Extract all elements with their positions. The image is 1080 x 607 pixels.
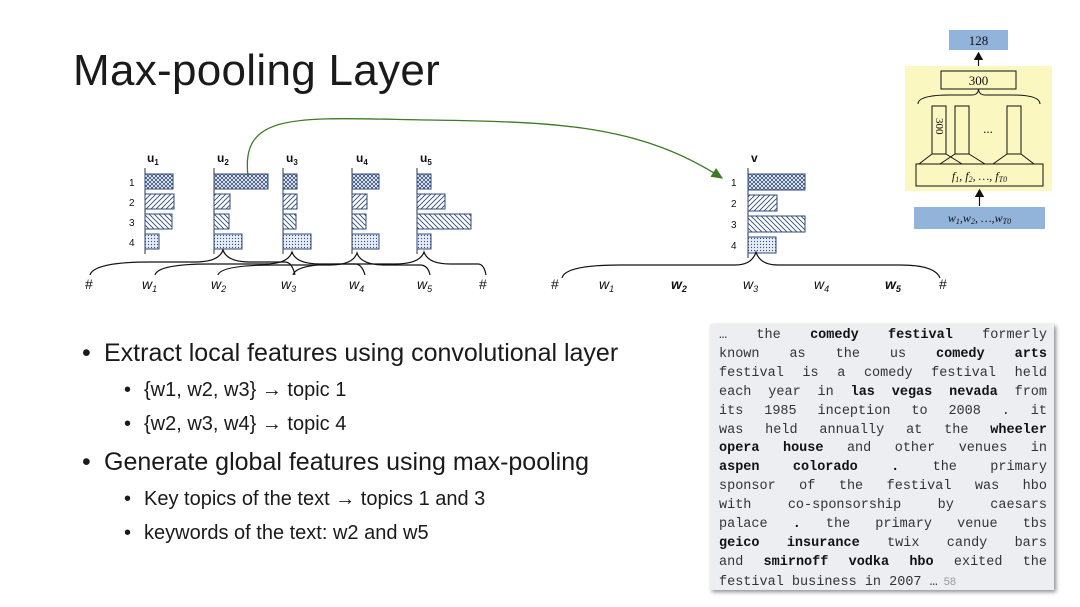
word-w2-key: w2	[671, 276, 687, 294]
example-text-box: … the comedy festival formerly known as …	[710, 324, 1054, 590]
word-hash: #	[85, 276, 93, 292]
sub-bullet: {w2, w3, w4} → topic 4	[82, 407, 722, 441]
bar-v-2	[747, 194, 778, 212]
text-line: palace . the primary venue tbs	[719, 517, 1047, 533]
bullet-local-features: Extract local features using convolution…	[82, 336, 722, 370]
word-w4: w4	[349, 276, 364, 294]
max-pool-arrow	[246, 117, 724, 179]
bar-u1-1	[144, 173, 174, 190]
right-row-labels: 1 2 3 4	[731, 178, 737, 252]
bar-u5-1	[416, 173, 432, 190]
text-line: festival business in 2007 …58	[719, 574, 956, 590]
bar-u2-1	[213, 173, 269, 190]
row-label: 4	[731, 241, 737, 252]
hidden-label: 300	[969, 73, 989, 88]
text-line: each year in las vegas nevada from	[719, 384, 1047, 400]
bar-u3-3	[282, 213, 297, 230]
row-label: 2	[129, 198, 135, 209]
row-label: 1	[129, 178, 135, 189]
row-label: 2	[731, 199, 737, 210]
u4-label: u4	[356, 151, 368, 167]
word-w3: w3	[281, 276, 296, 294]
bar-u2-3	[213, 213, 230, 230]
bar-v-4	[747, 236, 777, 254]
bar-v-3	[747, 215, 806, 233]
text-line: aspen colorado . the primary	[719, 460, 1047, 476]
input-label: w1,w2, …,wT0	[948, 211, 1011, 226]
sub-bullet: Key topics of the text → topics 1 and 3	[82, 482, 722, 516]
left-row-labels: 1 2 3 4	[129, 178, 135, 249]
sub-bullet: keywords of the text: w2 and w5	[82, 516, 722, 550]
text-line: geico insurance twix candy bars	[719, 535, 1047, 551]
feature-row	[915, 163, 1044, 187]
u1-label: u1	[147, 151, 159, 167]
u3-label: u3	[286, 151, 298, 167]
bar-u1-3	[144, 213, 173, 230]
sub-bullet: {w1, w2, w3} → topic 1	[82, 373, 722, 407]
output-box	[949, 30, 1008, 50]
bar-u1-2	[144, 193, 175, 210]
text-line: festival is a comedy festival held	[719, 365, 1047, 381]
bullet-list: Extract local features using convolution…	[82, 336, 722, 550]
text-line: its 1985 inception to 2008 . it	[719, 403, 1047, 419]
word-w5: w5	[417, 276, 433, 294]
text-line: known as the us comedy arts	[719, 346, 1047, 362]
right-word-labels: # w1 w2 w3 w4 w5 #	[551, 276, 947, 294]
word-w5-key: w5	[885, 276, 902, 294]
text-line: opera house and other venues in	[719, 441, 1047, 457]
output-label: 128	[969, 33, 989, 48]
pooled-vector-bars	[747, 168, 806, 258]
feature-map-bars	[144, 168, 472, 254]
text-line: was held annually at the wheeler	[719, 422, 1047, 438]
page-number: 58	[943, 575, 956, 588]
u5-label: u5	[420, 151, 432, 167]
u2-label: u2	[217, 151, 229, 167]
word-w4: w4	[814, 276, 829, 294]
conv-label: 300	[933, 118, 945, 135]
text-line: with co-sponsorship by caesars	[719, 498, 1047, 514]
input-box	[914, 207, 1045, 229]
bar-u4-4	[351, 233, 380, 250]
bar-u3-1	[282, 173, 298, 190]
feature-label: f1, f2, …, fT0	[952, 169, 1007, 184]
row-label: 3	[731, 220, 737, 231]
bar-v-1	[747, 173, 806, 191]
convolution-windows	[89, 248, 487, 276]
bar-u4-3	[351, 213, 367, 230]
slide-title: Max-pooling Layer	[73, 46, 441, 95]
bar-u5-2	[416, 193, 446, 210]
right-brace	[561, 249, 941, 279]
word-w1: w1	[599, 276, 614, 294]
v-label: v	[751, 151, 758, 165]
bar-u4-1	[351, 173, 380, 190]
bar-u3-4	[282, 233, 312, 250]
bar-u2-2	[213, 193, 231, 210]
word-w3: w3	[743, 276, 758, 294]
feature-map-labels: u1 u2 u3 u4 u5	[147, 151, 432, 167]
word-hash-end: #	[479, 276, 487, 292]
bar-u1-4	[144, 233, 160, 250]
row-label: 3	[129, 218, 135, 229]
architecture-inset: 128 300 300 ... f1, f2, …, fT0 w1,w2, …,…	[905, 30, 1052, 229]
text-line: … the comedy festival formerly	[719, 328, 1047, 343]
bullet-global-features: Generate global features using max-pooli…	[82, 445, 722, 479]
word-hash: #	[551, 276, 559, 292]
row-label: 4	[129, 238, 135, 249]
bar-u4-2	[351, 193, 368, 210]
text-line: sponsor of the festival was hbo	[719, 479, 1047, 495]
bar-u5-3	[416, 213, 472, 230]
word-w2: w2	[211, 276, 226, 294]
text-line: and smirnoff vodka hbo exited the	[719, 554, 1048, 570]
inset-ellipsis: ...	[983, 121, 993, 136]
bar-u3-2	[282, 193, 298, 210]
row-label: 1	[731, 178, 737, 189]
bar-u2-4	[213, 233, 243, 250]
left-word-labels: # w1 w2 w3 w4 w5 #	[85, 276, 487, 294]
word-w1: w1	[142, 276, 157, 294]
word-hash-end: #	[939, 276, 947, 292]
bar-u5-4	[416, 233, 432, 250]
